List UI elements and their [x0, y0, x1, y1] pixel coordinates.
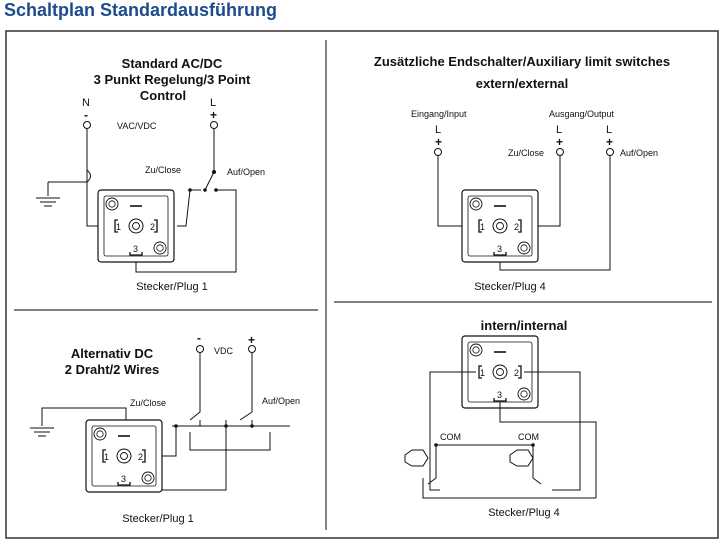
tl-neutral-label: N [82, 97, 90, 109]
panel-standard-ac-dc: Standard AC/DC 3 Punkt Regelung/3 Point … [35, 56, 265, 293]
page-title: Schaltplan Standardausführung [4, 0, 278, 20]
bl-plug-label: Stecker/Plug 1 [122, 513, 194, 525]
panel-intern-internal: intern/internal 1 2 3 COM COM Stecker/Pl… [404, 318, 597, 519]
tr-close-terminal [556, 148, 564, 156]
tr-plus-in: + [435, 135, 442, 149]
tr-pin1: 1 [480, 222, 485, 232]
bl-minus-terminal [196, 345, 204, 353]
br-right-cam-icon [509, 449, 534, 467]
tl-minus: - [84, 108, 88, 122]
bl-pin3: 3 [121, 474, 126, 484]
tr-live-in: L [435, 124, 441, 136]
tr-close-label: Zu/Close [508, 148, 544, 158]
bl-close-label: Zu/Close [130, 398, 166, 408]
tr-heading-1: Zusätzliche Endschalter/Auxiliary limit … [374, 54, 670, 69]
tl-live-terminal [210, 121, 218, 129]
br-heading: intern/internal [481, 318, 568, 333]
tl-open-label: Auf/Open [227, 167, 265, 177]
tr-plus-close: + [556, 135, 563, 149]
tl-pin2: 2 [150, 222, 155, 232]
panel-aux-limit-external: Zusätzliche Endschalter/Auxiliary limit … [374, 54, 670, 293]
tl-close-label: Zu/Close [145, 165, 181, 175]
br-com-right: COM [518, 432, 539, 442]
tl-heading-3: Control [140, 88, 186, 103]
tr-plug-label: Stecker/Plug 4 [474, 281, 546, 293]
bl-minus: - [197, 331, 201, 345]
tr-open-label: Auf/Open [620, 148, 658, 158]
br-pin3: 3 [497, 390, 502, 400]
tl-pin1: 1 [116, 222, 121, 232]
tl-heading-2: 3 Punkt Regelung/3 Point [94, 72, 251, 87]
bl-open-label: Auf/Open [262, 396, 300, 406]
tl-heading-1: Standard AC/DC [122, 56, 223, 71]
bl-heading-2: 2 Draht/2 Wires [65, 362, 160, 377]
panel-alternativ-dc: Alternativ DC 2 Draht/2 Wires - + VDC Zu… [29, 331, 300, 525]
br-com-left: COM [440, 432, 461, 442]
tr-input-label: Eingang/Input [411, 109, 467, 119]
tr-live-open: L [606, 124, 612, 136]
tr-plus-open: + [606, 135, 613, 149]
br-left-cam-icon [404, 449, 429, 467]
tl-voltage: VAC/VDC [117, 121, 157, 131]
br-pin2: 2 [514, 368, 519, 378]
tl-pin3: 3 [133, 244, 138, 254]
bl-plus-terminal [248, 345, 256, 353]
bl-voltage: VDC [214, 346, 234, 356]
tr-live-close: L [556, 124, 562, 136]
tr-heading-2: extern/external [476, 76, 569, 91]
tr-output-label: Ausgang/Output [549, 109, 615, 119]
bl-pin2: 2 [138, 452, 143, 462]
tr-pin3: 3 [497, 244, 502, 254]
tl-neutral-terminal [83, 121, 91, 129]
tl-live-label: L [210, 97, 216, 109]
tr-open-terminal [606, 148, 614, 156]
br-plug-label: Stecker/Plug 4 [488, 507, 560, 519]
tr-input-terminal [434, 148, 442, 156]
bl-plus: + [248, 333, 255, 347]
bl-heading-1: Alternativ DC [71, 346, 154, 361]
tl-plug-label: Stecker/Plug 1 [136, 281, 208, 293]
tl-ground-icon [35, 197, 61, 207]
tr-pin2: 2 [514, 222, 519, 232]
tl-plus: + [210, 108, 217, 122]
br-pin1: 1 [480, 368, 485, 378]
bl-ground-icon [29, 427, 55, 437]
bl-pin1: 1 [104, 452, 109, 462]
outer-frame [5, 30, 719, 539]
